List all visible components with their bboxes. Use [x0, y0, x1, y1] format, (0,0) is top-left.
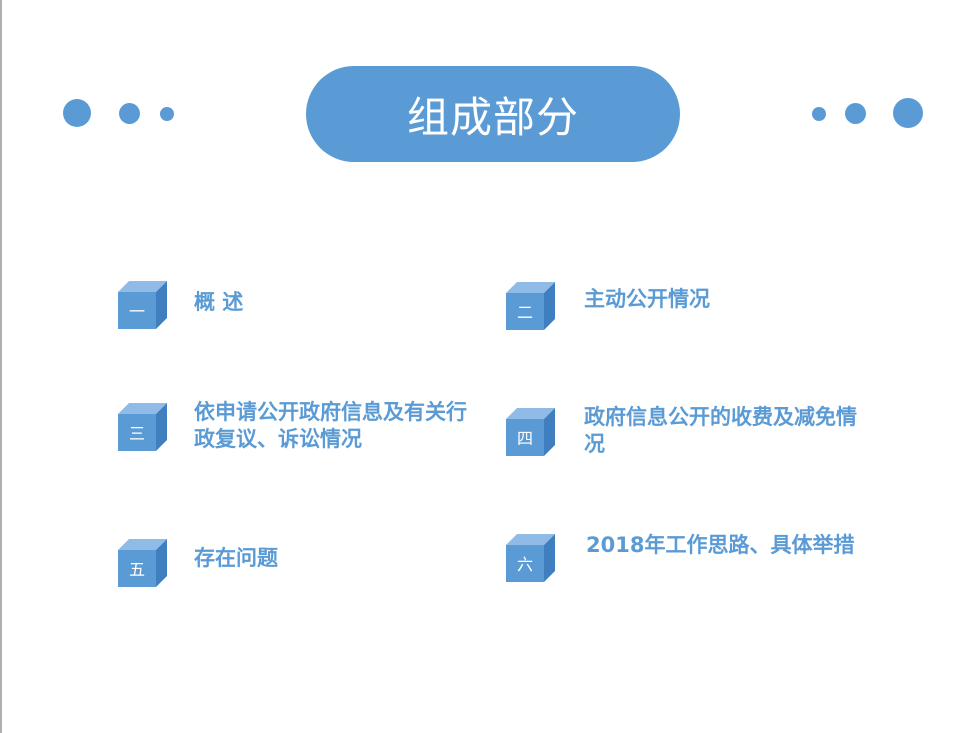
decorative-dot-left-medium — [119, 103, 140, 124]
item-number: 四 — [516, 429, 533, 448]
item-number: 六 — [516, 555, 533, 574]
decorative-dot-right-small — [812, 107, 826, 121]
item-label: 依申请公开政府信息及有关行政复议、诉讼情况 — [194, 400, 467, 451]
cube-icon: 六 — [506, 534, 556, 584]
cube-icon: 四 — [506, 408, 556, 458]
item-label: 主动公开情况 — [584, 287, 710, 311]
decorative-dot-right-medium — [845, 103, 866, 124]
decorative-dot-left-large — [63, 99, 91, 127]
item-label: 2018年工作思路、具体举措 — [586, 533, 855, 557]
item-number: 三 — [128, 424, 145, 443]
item-number: 一 — [128, 302, 145, 321]
item-label: 存在问题 — [194, 546, 278, 570]
item-label: 概 述 — [194, 290, 244, 314]
slide-left-border — [0, 0, 2, 733]
item-number: 二 — [516, 303, 533, 322]
page-title: 组成部分 — [406, 92, 579, 142]
item-label: 政府信息公开的收费及减免情况 — [584, 405, 857, 456]
cube-icon: 二 — [506, 282, 556, 332]
title-banner: 组成部分 — [306, 66, 680, 162]
cube-icon: 三 — [118, 403, 168, 453]
decorative-dot-right-large — [893, 98, 923, 128]
cube-icon: 一 — [118, 281, 168, 331]
decorative-dot-left-small — [160, 107, 174, 121]
cube-icon: 五 — [118, 539, 168, 589]
item-number: 五 — [128, 560, 145, 579]
